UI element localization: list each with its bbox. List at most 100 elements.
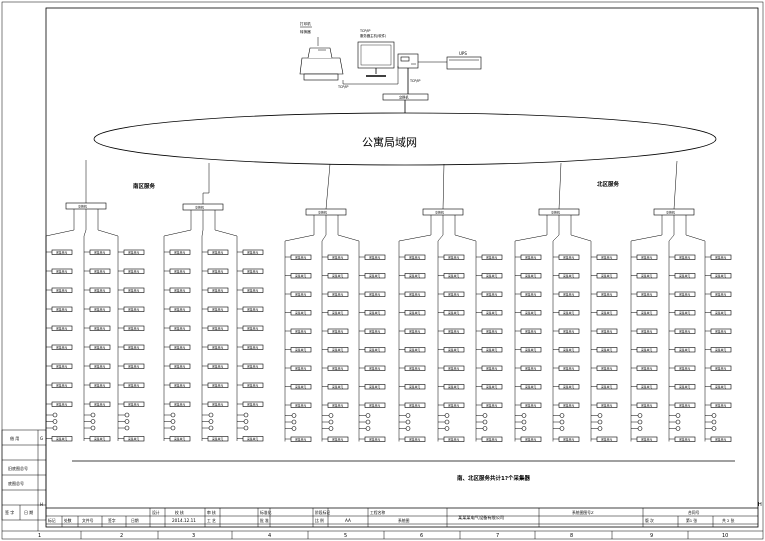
collector-node-label: 采集单元 xyxy=(715,438,726,442)
collector-node-label: 采集单元 xyxy=(247,251,258,255)
collector-node xyxy=(674,365,696,371)
collector-node-label: 采集单元 xyxy=(247,346,258,350)
zone-number: 1 xyxy=(38,533,41,539)
meter-circle xyxy=(243,412,249,418)
collector-node xyxy=(404,347,426,353)
meter-circle xyxy=(291,419,297,425)
collector-node xyxy=(520,328,542,334)
collector-node-label: 采集单元 xyxy=(448,385,459,389)
collector-node-label: 采集单元 xyxy=(679,311,690,315)
collector-node-label: 采集单元 xyxy=(247,270,258,274)
meter-circle xyxy=(52,419,58,424)
collector-node xyxy=(558,291,580,297)
collector-node xyxy=(169,325,191,331)
collector-node-label: 采集单元 xyxy=(295,311,306,315)
collector-node-label: 采集单元 xyxy=(641,348,652,352)
collector-node-label: 采集单元 xyxy=(486,311,497,315)
meter-circle xyxy=(405,413,411,418)
collector-node-label: 采集单元 xyxy=(641,367,652,371)
collector-node xyxy=(207,268,229,274)
collector-node xyxy=(710,436,732,442)
meter-circle xyxy=(124,425,130,431)
collector-node xyxy=(558,436,580,442)
collector-node xyxy=(520,402,542,408)
collector-node-label: 采集单元 xyxy=(563,274,574,278)
collector-node-label: 采集单元 xyxy=(563,348,574,352)
collector-node-label: 采集单元 xyxy=(247,365,258,369)
collector-node xyxy=(674,273,696,279)
collector-node-label: 采集单元 xyxy=(369,311,380,315)
collector-node xyxy=(169,249,191,255)
collector-node-label: 采集单元 xyxy=(448,367,459,371)
collector-node-label: 采集单元 xyxy=(486,256,497,260)
collector-node-label: 采集单元 xyxy=(641,438,652,442)
left-cell-2: 旧底图总号 xyxy=(8,465,28,471)
collector-node xyxy=(596,402,618,408)
collector-node-label: 采集单元 xyxy=(174,437,185,441)
collector-node-label: 采集单元 xyxy=(409,330,420,334)
collector-node xyxy=(290,310,312,316)
collector-node-label: 采集单元 xyxy=(212,365,223,369)
collector-node-label: 采集单元 xyxy=(448,348,459,352)
collector-node xyxy=(242,401,264,407)
collector-node xyxy=(169,287,191,293)
tb-sheji: 设计 xyxy=(152,510,160,515)
meter-circle xyxy=(328,426,334,431)
collector-node xyxy=(327,436,349,442)
collector-node xyxy=(169,401,191,407)
collector-node-label: 采集单元 xyxy=(56,346,67,350)
collector-node xyxy=(636,365,658,371)
meter-circle xyxy=(444,426,450,431)
meter-circle xyxy=(243,425,249,431)
collector-node xyxy=(123,344,145,350)
collector-node-label: 采集单元 xyxy=(247,403,258,407)
meter-circle xyxy=(637,426,643,431)
collector-node xyxy=(443,273,465,279)
collector-node-label: 采集单元 xyxy=(56,437,67,441)
collector-node-label: 采集单元 xyxy=(212,327,223,331)
collector-node xyxy=(558,347,580,353)
tb-contract: 合同号 xyxy=(688,510,700,515)
collector-node xyxy=(674,310,696,316)
collector-node xyxy=(207,363,229,369)
collector-node-label: 采集单元 xyxy=(295,404,306,408)
collector-node-label: 采集单元 xyxy=(247,384,258,388)
meter-circle xyxy=(597,413,603,418)
collector-node-label: 采集单元 xyxy=(641,311,652,315)
collector-node xyxy=(404,291,426,297)
collector-node-label: 采集单元 xyxy=(247,289,258,293)
collector-node xyxy=(290,365,312,371)
collector-node xyxy=(207,249,229,255)
collector-node-label: 采集单元 xyxy=(601,256,612,260)
meter-circle xyxy=(711,413,717,418)
meter-circle xyxy=(365,419,371,425)
collector-node xyxy=(404,328,426,334)
collector-node-label: 采集单元 xyxy=(448,293,459,297)
collector-node xyxy=(207,344,229,350)
collector-node-label: 采集单元 xyxy=(128,308,139,312)
collector-node-label: 采集单元 xyxy=(94,346,105,350)
collector-node xyxy=(558,365,580,371)
collector-node xyxy=(364,384,386,390)
collector-node-label: 采集单元 xyxy=(601,438,612,442)
collector-node-label: 采集单元 xyxy=(295,438,306,442)
collector-node-label: 采集单元 xyxy=(56,289,67,293)
collector-group: 交换机采集单元采集单元采集单元采集单元采集单元采集单元采集单元采集单元采集单元采… xyxy=(284,163,386,442)
collector-note: 南、北区服务共计1?个采集器 xyxy=(457,474,531,482)
collector-node-label: 采集单元 xyxy=(486,438,497,442)
collector-node-label: 采集单元 xyxy=(679,256,690,260)
collector-node xyxy=(207,436,229,442)
collector-node-label: 采集单元 xyxy=(448,274,459,278)
collector-node-label: 采集单元 xyxy=(174,346,185,350)
collector-node xyxy=(123,287,145,293)
collector-node xyxy=(710,402,732,408)
meter-circle xyxy=(170,425,176,431)
meter-circle xyxy=(675,419,681,425)
collector-node xyxy=(51,363,73,369)
collector-node-label: 采集单元 xyxy=(332,330,343,334)
collector-node xyxy=(558,273,580,279)
collector-node-label: 采集单元 xyxy=(56,327,67,331)
collector-node xyxy=(404,254,426,260)
collector-node xyxy=(710,273,732,279)
collector-node xyxy=(207,325,229,331)
